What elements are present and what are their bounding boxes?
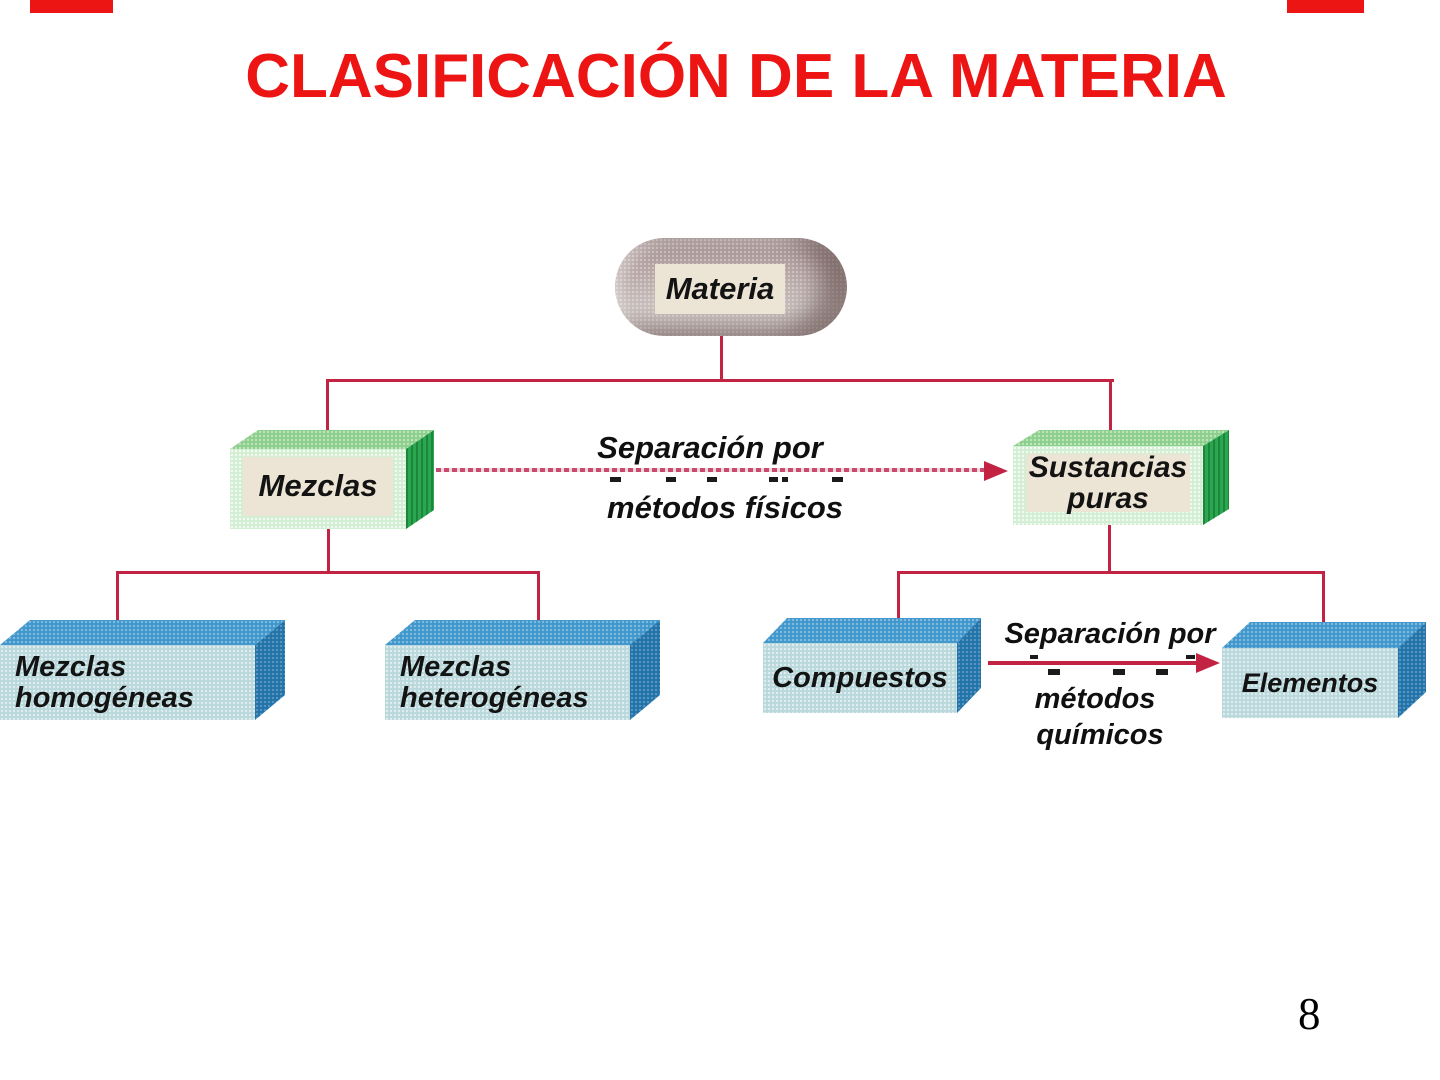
compuestos-box-top-face	[763, 618, 981, 643]
connector-mezclas-top-stem	[326, 379, 329, 433]
dash-mark	[666, 477, 676, 482]
connector-homogeneas-stem	[116, 571, 119, 641]
quimicos-arrowhead-icon	[1196, 653, 1220, 673]
connector-sustancias-top-stem	[1109, 379, 1112, 433]
elementos-box-top-face	[1222, 622, 1426, 648]
mezclas-box-top-face	[230, 430, 434, 449]
connector-sustancias-bottom-stem	[1108, 523, 1111, 574]
dash-mark	[1113, 669, 1125, 675]
compuestos-label: Compuestos	[772, 661, 948, 694]
sustancias-box-side-face	[1203, 430, 1229, 525]
elementos-box-front-face: Elementos	[1222, 648, 1398, 718]
dash-mark	[1156, 669, 1168, 675]
homogeneas-label-line2: homogéneas	[15, 681, 194, 714]
dash-mark	[1186, 655, 1195, 659]
fisicos-dashed-arrow-line	[436, 468, 988, 472]
connector-materia-stem	[720, 333, 723, 381]
dash-mark	[1030, 655, 1038, 659]
elementos-node: Elementos	[1222, 622, 1426, 718]
dash-mark	[610, 477, 621, 482]
separation-quimicos-line1: Separación por	[1004, 618, 1216, 650]
materia-label: Materia	[665, 270, 775, 306]
mezclas-box-front-face: Mezclas	[230, 449, 406, 529]
mezclas-heterogeneas-node: Mezclas heterogéneas	[385, 620, 660, 720]
dash-mark	[1048, 669, 1060, 675]
connector-elementos-stem	[1322, 571, 1325, 647]
dash-mark	[832, 477, 843, 482]
homogeneas-box-top-face	[0, 620, 285, 645]
top-right-red-bar	[1287, 0, 1364, 13]
elementos-label: Elementos	[1241, 667, 1379, 698]
separation-fisicos-line1: Separación por	[597, 430, 823, 465]
sustancias-box-top-face	[1013, 430, 1229, 446]
heterogeneas-label-line2: heterogéneas	[400, 681, 589, 714]
connector-mezclas-bottom-stem	[327, 527, 330, 574]
separation-quimicos-line2: métodos	[1034, 683, 1156, 715]
dash-mark	[707, 477, 717, 482]
materia-node: Materia	[615, 238, 847, 336]
heterogeneas-box-top-face	[385, 620, 660, 645]
mezclas-label: Mezclas	[258, 468, 378, 504]
sustancias-box-front-face: Sustancias puras	[1013, 446, 1203, 525]
page-number: 8	[1298, 989, 1321, 1039]
sustancias-label-line2: puras	[1067, 482, 1149, 515]
compuestos-node: Compuestos	[763, 618, 981, 713]
connector-heterogeneas-stem	[537, 571, 540, 647]
quimicos-arrow-line	[988, 661, 1200, 665]
sustancias-puras-node: Sustancias puras	[1013, 430, 1229, 525]
connector-right-horizontal	[897, 571, 1325, 574]
mezclas-homogeneas-node: Mezclas homogéneas	[0, 620, 285, 720]
mezclas-box-side-face	[406, 430, 434, 529]
connector-compuestos-stem	[897, 571, 900, 641]
homogeneas-box-front-face: Mezclas homogéneas	[0, 645, 255, 720]
separation-quimicos-line3: químicos	[1036, 719, 1164, 751]
dash-mark	[769, 477, 778, 482]
connector-level1-horizontal	[326, 379, 1114, 382]
sustancias-label-line1: Sustancias	[1028, 450, 1188, 484]
heterogeneas-label-line1: Mezclas	[400, 651, 512, 684]
compuestos-box-front-face: Compuestos	[763, 643, 957, 713]
top-left-red-bar	[30, 0, 113, 13]
page-title: CLASIFICACIÓN DE LA MATERIA	[245, 42, 1227, 111]
materia-node-face: Materia	[655, 264, 785, 314]
homogeneas-label-line1: Mezclas	[15, 651, 127, 684]
mezclas-node: Mezclas	[230, 430, 434, 529]
dash-mark	[782, 477, 788, 482]
fisicos-arrowhead-icon	[984, 461, 1008, 481]
connector-left-horizontal	[116, 571, 540, 574]
heterogeneas-box-front-face: Mezclas heterogéneas	[385, 645, 630, 720]
separation-fisicos-line2: métodos físicos	[607, 490, 843, 525]
